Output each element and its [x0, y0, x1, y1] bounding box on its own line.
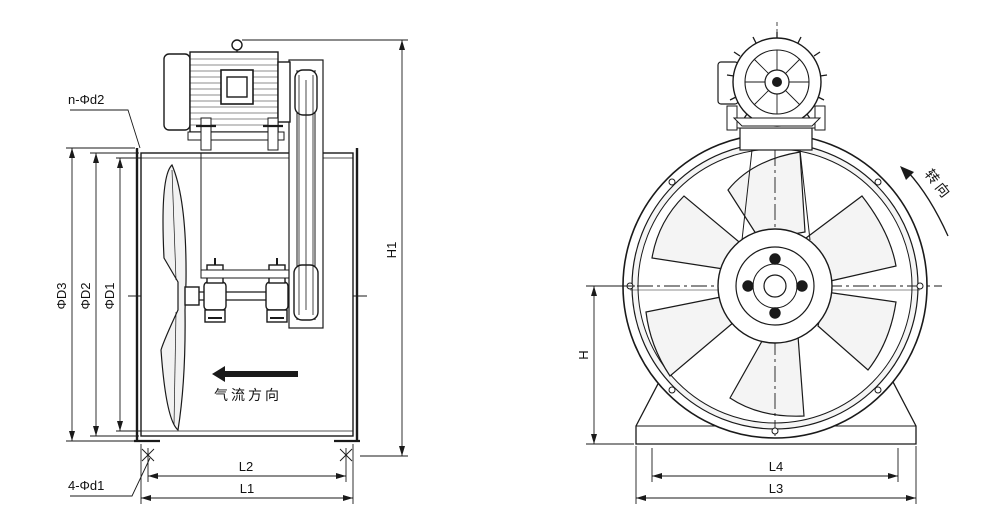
hub-bolt-top — [769, 253, 781, 265]
side-view — [128, 39, 370, 443]
rotation-arrow — [907, 171, 949, 237]
motor-side — [163, 39, 291, 151]
front-dimensions — [586, 285, 917, 504]
airflow-direction-label: 气流方向 — [214, 388, 282, 404]
l4-label: L4 — [769, 459, 783, 474]
l1-label: L1 — [240, 481, 254, 496]
h1-label: H1 — [384, 242, 399, 259]
h-label: H — [576, 350, 591, 359]
bearing-left — [203, 258, 227, 323]
side-dimensions — [66, 39, 408, 504]
airflow-arrow — [212, 366, 298, 382]
impeller-blades — [645, 151, 897, 417]
motor-support — [739, 127, 813, 151]
bearing-bracket — [200, 269, 292, 279]
hub-bolt-left — [742, 280, 754, 292]
lifting-eye — [231, 39, 243, 51]
front-view — [610, 22, 949, 445]
d2-label: ΦD2 — [78, 283, 93, 310]
l2-label: L2 — [239, 459, 253, 474]
motor-base — [187, 131, 285, 141]
flange-holes-label: n-Φd2 — [68, 92, 104, 107]
foot-hole-leader — [70, 457, 151, 497]
hub-bolt-right — [796, 280, 808, 292]
l3-label: L3 — [769, 481, 783, 496]
hub-bolt-bottom — [769, 307, 781, 319]
flange-hole-leader — [70, 109, 141, 149]
bearing-right — [265, 258, 289, 323]
hub-side — [184, 286, 200, 306]
impeller-blade-side — [160, 163, 187, 432]
rotation-direction-label: 转向 — [921, 167, 955, 204]
d3-label: ΦD3 — [54, 283, 69, 310]
foot-holes-label: 4-Φd1 — [68, 478, 104, 493]
d1-label: ΦD1 — [102, 283, 117, 310]
motor-front — [717, 32, 828, 127]
